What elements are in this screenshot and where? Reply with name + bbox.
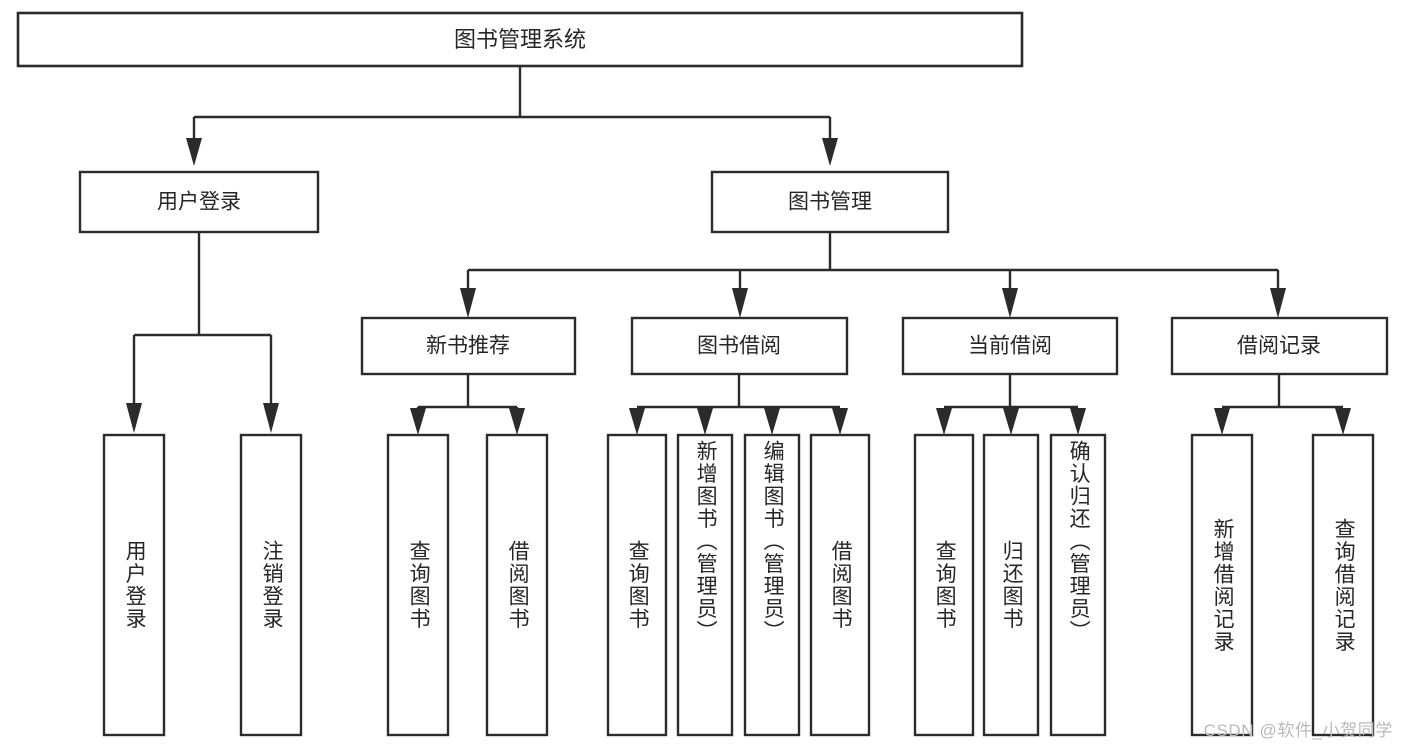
node-root-box[interactable] [16, 11, 1024, 68]
node-borrow-record-box[interactable] [1170, 316, 1389, 376]
leaf-box-current-borrow-3[interactable] [1049, 433, 1107, 737]
leaf-box-book-borrow-1[interactable] [606, 433, 668, 737]
node-new-book-recommend[interactable]: 新书推荐 [360, 316, 577, 376]
node-root-label: 图书管理系统 [454, 27, 586, 52]
arrow-new-book-leaf-1 [410, 408, 426, 435]
arrow-root-to-book-manage [822, 138, 838, 166]
node-current-borrow[interactable]: 当前借阅 [901, 316, 1119, 376]
leaf-box-user-login-2[interactable] [239, 433, 303, 737]
node-book-manage-label: 图书管理 [788, 191, 872, 214]
node-book-manage-box[interactable] [710, 170, 950, 234]
node-book-manage[interactable]: 图书管理 [710, 170, 950, 234]
leaf-box-current-borrow-1[interactable] [913, 433, 975, 737]
leaf-box-user-login-1[interactable] [102, 433, 166, 737]
leaf-box-new-book-2[interactable] [485, 433, 549, 737]
arrow-book-borrow-leaf-2 [697, 408, 713, 435]
leaf-box-borrow-record-1[interactable] [1190, 433, 1254, 737]
node-book-borrow[interactable]: 图书借阅 [630, 316, 849, 376]
leaf-box-book-borrow-2[interactable] [676, 433, 734, 737]
node-book-borrow-box[interactable] [630, 316, 849, 376]
arrow-root-to-user-login [186, 138, 202, 166]
leaf-box-current-borrow-2[interactable] [982, 433, 1040, 737]
node-user-login-label: 用户登录 [157, 191, 241, 214]
arrow-new-book-leaf-2 [509, 408, 525, 435]
node-borrow-record-label: 借阅记录 [1237, 335, 1321, 358]
node-root[interactable]: 图书管理系统 [16, 11, 1024, 68]
arrow-user-login-leaf-2 [263, 403, 279, 433]
node-user-login[interactable]: 用户登录 [78, 170, 320, 234]
arrow-book-borrow-leaf-3 [764, 408, 780, 435]
leaf-box-borrow-record-2[interactable] [1311, 433, 1375, 737]
node-new-book-recommend-box[interactable] [360, 316, 577, 376]
arrow-book-manage-to-new-book [460, 288, 476, 318]
arrow-current-borrow-leaf-3 [1070, 408, 1086, 435]
arrow-borrow-record-leaf-1 [1214, 408, 1230, 435]
arrow-current-borrow-leaf-2 [1003, 408, 1019, 435]
arrow-borrow-record-leaf-2 [1335, 408, 1351, 435]
leaf-box-book-borrow-3[interactable] [743, 433, 801, 737]
arrow-book-manage-to-current-borrow [1002, 288, 1018, 318]
node-current-borrow-label: 当前借阅 [968, 335, 1052, 358]
arrow-book-borrow-leaf-4 [832, 408, 848, 435]
arrow-user-login-leaf-1 [126, 403, 142, 433]
arrow-current-borrow-leaf-1 [936, 408, 952, 435]
arrow-book-manage-to-borrow-record [1270, 288, 1286, 318]
leaf-box-new-book-1[interactable] [386, 433, 450, 737]
node-borrow-record[interactable]: 借阅记录 [1170, 316, 1389, 376]
arrow-book-borrow-leaf-1 [629, 408, 645, 435]
node-new-book-recommend-label: 新书推荐 [426, 335, 510, 358]
leaf-box-book-borrow-4[interactable] [809, 433, 871, 737]
node-current-borrow-box[interactable] [901, 316, 1119, 376]
arrow-book-manage-to-book-borrow [732, 288, 748, 318]
node-book-borrow-label: 图书借阅 [697, 335, 781, 358]
watermark: CSDN @软件_小贺同学 [1203, 721, 1393, 740]
